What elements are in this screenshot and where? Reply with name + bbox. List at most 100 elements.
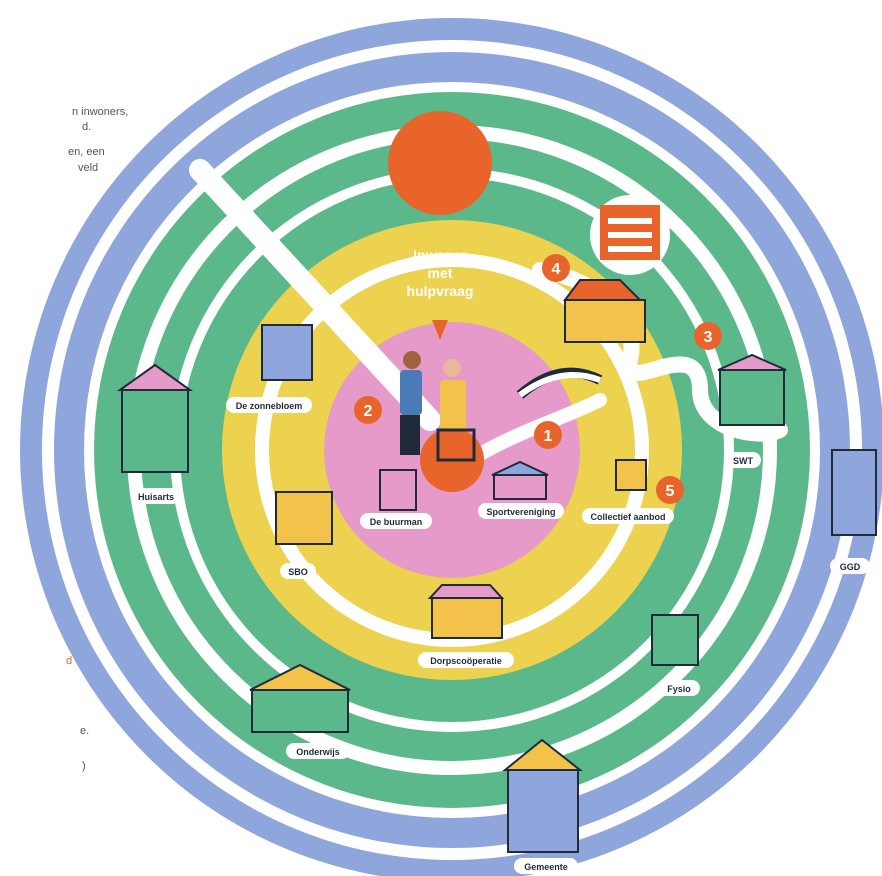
icon-box-line bbox=[608, 232, 652, 238]
building-ggd bbox=[831, 449, 877, 536]
center-bubble: Inwoner met hulpvraag bbox=[388, 111, 493, 340]
label-text: Dorpscoöperatie bbox=[430, 656, 502, 666]
label-text: Huisarts bbox=[138, 492, 174, 502]
wall bbox=[431, 597, 503, 639]
building-dorpshuis bbox=[563, 279, 646, 343]
label-fysio: Fysio bbox=[658, 680, 700, 696]
building-onderwijs bbox=[249, 663, 351, 733]
step-marker-circle bbox=[656, 476, 684, 504]
walker-frame bbox=[436, 428, 476, 462]
step-number: 4 bbox=[552, 261, 561, 278]
side-text-line: d. bbox=[82, 121, 92, 133]
building-buurman bbox=[379, 469, 417, 511]
people-illustration bbox=[400, 351, 484, 492]
step-marker-circle bbox=[542, 254, 570, 282]
step-number: 5 bbox=[666, 483, 675, 500]
label-text: Onderwijs bbox=[296, 747, 340, 757]
wall bbox=[615, 459, 647, 491]
wall bbox=[831, 449, 877, 536]
icon-box-line bbox=[608, 246, 652, 252]
label-gemeente: Gemeente bbox=[514, 858, 578, 874]
building-fysio bbox=[651, 614, 699, 666]
label-pill bbox=[132, 488, 180, 504]
collectief-icon-box bbox=[590, 195, 670, 275]
wall bbox=[261, 324, 313, 381]
label-pill bbox=[658, 680, 700, 696]
label-text: SBO bbox=[288, 567, 308, 577]
roof bbox=[427, 584, 505, 599]
wall bbox=[493, 474, 547, 500]
building-swt bbox=[717, 353, 787, 426]
label-pill bbox=[286, 743, 350, 759]
step-marker-circle bbox=[354, 396, 382, 424]
bridge-deck bbox=[518, 372, 602, 398]
label-text: De zonnebloem bbox=[236, 401, 303, 411]
label-pill bbox=[478, 503, 564, 519]
wall bbox=[719, 369, 785, 426]
bubble-line-1: Inwoner bbox=[413, 247, 467, 263]
label-pill bbox=[418, 652, 514, 668]
label-huisarts: Huisarts bbox=[132, 488, 180, 504]
label-text: Sportvereniging bbox=[486, 507, 555, 517]
label-pill bbox=[280, 563, 316, 579]
step-marker-circle bbox=[534, 421, 562, 449]
person-helper-body bbox=[400, 370, 422, 415]
building-sbo bbox=[275, 491, 333, 545]
label-pill bbox=[360, 513, 432, 529]
side-text-line: veld bbox=[78, 162, 99, 174]
bridge-illustration bbox=[516, 367, 603, 399]
step-marker-4: 4 bbox=[542, 254, 570, 282]
label-pill bbox=[725, 452, 761, 468]
label-sbo: SBO bbox=[280, 563, 316, 579]
label-buurman: De buurman bbox=[360, 513, 432, 529]
step-number: 2 bbox=[364, 403, 373, 420]
step-number: 3 bbox=[704, 329, 713, 346]
building-sportvereniging bbox=[491, 460, 549, 500]
speech-bubble-shape bbox=[388, 111, 493, 215]
building-collectief bbox=[615, 459, 647, 491]
person-helper-head bbox=[403, 351, 421, 369]
step-marker-2: 2 bbox=[354, 396, 382, 424]
step-marker-3: 3 bbox=[694, 322, 722, 350]
bubble-line-2: met bbox=[428, 265, 453, 281]
label-pill bbox=[226, 397, 312, 413]
side-text-orange-mark: d bbox=[66, 655, 73, 667]
label-collectief-aanbod: Collectief aanbod bbox=[582, 508, 674, 524]
wall bbox=[379, 469, 417, 511]
bubble-line-3: hulpvraag bbox=[407, 283, 474, 299]
person-elderly-body bbox=[440, 380, 466, 430]
label-text: Fysio bbox=[667, 684, 691, 694]
icon-box-line bbox=[608, 218, 652, 224]
wall bbox=[507, 769, 579, 853]
step-marker-5: 5 bbox=[656, 476, 684, 504]
speech-bubble-tail bbox=[432, 320, 448, 340]
building-dorpscooperatie bbox=[427, 584, 505, 639]
building-gemeente bbox=[502, 738, 583, 853]
person-helper-legs bbox=[400, 415, 420, 455]
person-elderly-head bbox=[443, 359, 461, 377]
wall bbox=[275, 491, 333, 545]
wall bbox=[121, 389, 189, 473]
step-marker-1: 1 bbox=[534, 421, 562, 449]
label-onderwijs: Onderwijs bbox=[286, 743, 350, 759]
side-text-line: e. bbox=[80, 725, 90, 737]
label-swt: SWT bbox=[725, 452, 761, 468]
label-pill bbox=[830, 558, 870, 574]
wall bbox=[651, 614, 699, 666]
wall bbox=[564, 299, 646, 343]
wall bbox=[251, 689, 349, 733]
step-number: 1 bbox=[544, 428, 553, 445]
side-text-line: n inwoners, bbox=[72, 106, 129, 118]
label-dorpscooperatie: Dorpscoöperatie bbox=[418, 652, 514, 668]
label-ggd: GGD bbox=[830, 558, 870, 574]
label-text: GGD bbox=[840, 562, 861, 572]
label-text: Gemeente bbox=[524, 862, 568, 872]
building-zonnebloem bbox=[261, 324, 313, 381]
step-markers: 1 2 3 4 5 bbox=[354, 254, 722, 504]
side-text-line: ) bbox=[82, 760, 86, 772]
side-text-line: en, een bbox=[68, 146, 105, 158]
buildings bbox=[116, 279, 877, 853]
inner-ring-path bbox=[255, 253, 649, 647]
label-zonnebloem: De zonnebloem bbox=[226, 397, 312, 413]
